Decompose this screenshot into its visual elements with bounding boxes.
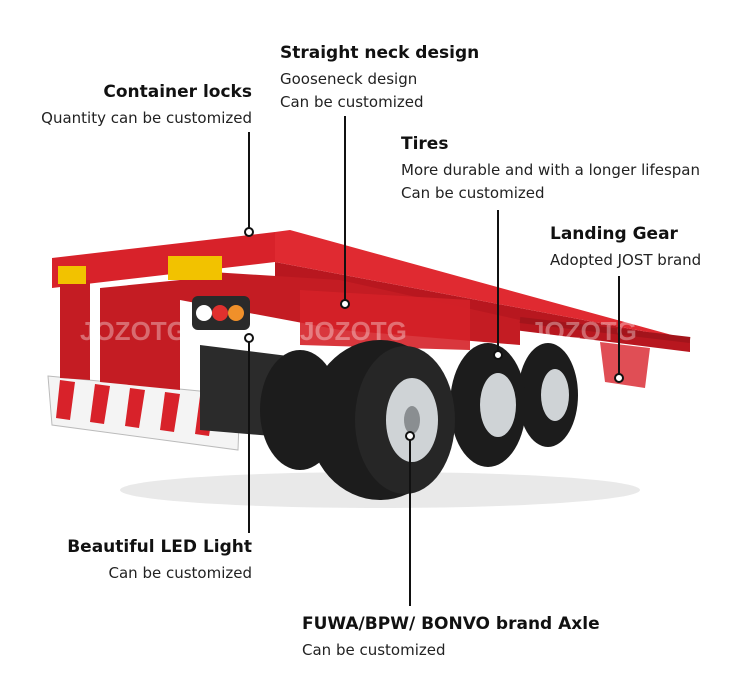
watermark-3: JOZOTG [530, 316, 637, 346]
rear-tires [450, 343, 578, 467]
callout-line: More durable and with a longer lifespan [401, 161, 700, 180]
callout-line: Gooseneck design [280, 70, 418, 89]
dot-container-locks [244, 227, 254, 237]
leader-dots [244, 227, 624, 441]
callout-title: Beautiful LED Light [67, 537, 252, 557]
dot-landing-gear [614, 373, 624, 383]
callout-container-locks: Container locks Quantity can be customiz… [41, 82, 252, 132]
watermark-2: JOZOTG [300, 316, 407, 346]
dot-tires [493, 350, 503, 360]
callout-line: Adopted JOST brand [550, 251, 702, 270]
callout-line: Can be customized [280, 93, 424, 111]
callout-title: Straight neck design [280, 43, 480, 63]
callout-line: Can be customized [401, 184, 545, 202]
dot-straight-neck [340, 299, 350, 309]
dot-axle [405, 431, 415, 441]
callout-landing-gear: Landing Gear Adopted JOST brand [550, 224, 701, 274]
leader-lines [248, 116, 620, 606]
callout-line: Can be customized [108, 564, 253, 583]
reflector-right [168, 256, 222, 280]
callout-straight-neck: Straight neck design Gooseneck design Ca… [280, 43, 479, 116]
callout-line: Quantity can be customized [41, 109, 252, 128]
callout-title: Container locks [103, 82, 252, 102]
callout-line: Can be customized [302, 641, 446, 660]
callout-axle: FUWA/BPW/ BONVO brand Axle Can be custom… [302, 614, 600, 664]
callout-title: FUWA/BPW/ BONVO brand Axle [302, 614, 600, 634]
callout-tires: Tires More durable and with a longer lif… [401, 134, 700, 207]
callout-title: Landing Gear [550, 224, 678, 244]
callout-led-light: Beautiful LED Light Can be customized [67, 537, 252, 587]
watermark-1: JOZOTG [80, 316, 187, 346]
callout-title: Tires [401, 134, 449, 154]
led-lights [192, 296, 250, 330]
reflector-left [58, 266, 86, 284]
dot-led-light [244, 333, 254, 343]
front-tire [260, 340, 455, 500]
